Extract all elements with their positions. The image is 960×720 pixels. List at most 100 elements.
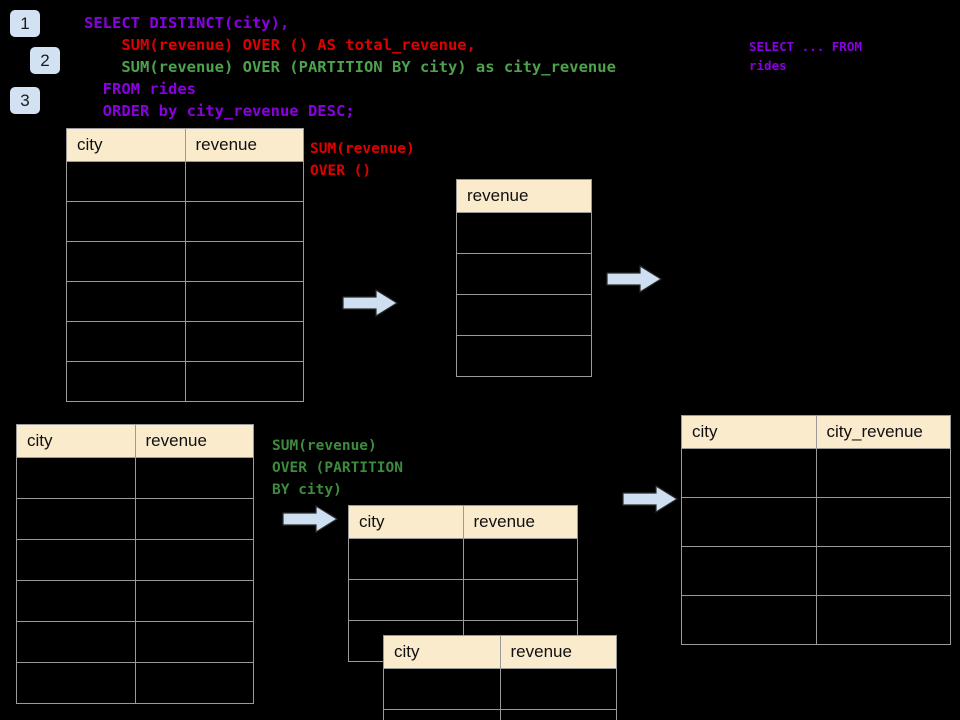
table-row [66,281,304,322]
table-row [681,497,951,547]
table-cell-empty [681,448,817,498]
column-header-city: city [348,505,464,539]
table-cell-empty [16,662,136,704]
table-row [456,335,592,377]
table-row [66,201,304,242]
column-header-city: city [383,635,501,669]
table-row [348,579,578,621]
step-badge-1: 1 [10,10,40,37]
table-cell-empty [456,294,592,336]
table-cell-empty [815,497,951,547]
arrow-top-right-icon [606,264,662,294]
table-cell-empty [16,621,136,663]
table-cell-empty [184,241,304,282]
table-row [66,361,304,402]
table-row [348,538,578,580]
table-row [16,662,254,704]
table-row [16,539,254,581]
sum-over-empty-note-line-1: SUM(revenue) [310,141,415,157]
arrow-bottom-left-icon [282,504,338,534]
total-revenue-table: revenue [456,179,592,377]
table-cell-empty [456,335,592,377]
table-cell-empty [16,498,136,540]
arrow-top-left-icon [342,288,398,318]
sql-line-2: SUM(revenue) OVER () AS total_revenue, [84,36,476,54]
table-row [456,294,592,336]
table-cell-empty [134,621,254,663]
select-from-rides-note-line-2: rides [749,58,787,73]
table-cell-empty [348,579,464,621]
column-header-city: city [16,424,136,458]
column-header-city-revenue: city_revenue [815,415,951,449]
table-cell-empty [16,539,136,581]
table-cell-empty [134,662,254,704]
table-cell-empty [681,546,817,596]
table-cell-empty [184,321,304,362]
table-cell-empty [815,448,951,498]
table-cell-empty [66,281,186,322]
table-cell-empty [66,361,186,402]
table-cell-empty [383,709,501,720]
column-header-city: city [681,415,817,449]
table-cell-empty [815,595,951,645]
sum-over-partition-note-line-3: BY city) [272,482,342,498]
table-cell-empty [184,281,304,322]
table-row [66,241,304,282]
sql-line-1: SELECT DISTINCT(city), [84,14,290,32]
table-row [16,580,254,622]
table-cell-empty [16,457,136,499]
column-header-revenue: revenue [462,505,578,539]
table-cell-empty [456,253,592,295]
table-row [456,253,592,295]
table-row [681,546,951,596]
table-cell-empty [134,498,254,540]
column-header-city: city [66,128,186,162]
sum-over-empty-note: SUM(revenue)OVER () [310,138,415,182]
sql-line-4: FROM rides [84,80,196,98]
table-cell-empty [184,161,304,202]
column-header-revenue: revenue [184,128,304,162]
table-cell-empty [16,580,136,622]
table-row [456,212,592,254]
table-row [16,498,254,540]
column-header-revenue: revenue [499,635,617,669]
table-cell-empty [462,579,578,621]
table-header-row: revenue [456,179,592,213]
table-cell-empty [456,212,592,254]
table-cell-empty [134,457,254,499]
sql-query-block: SELECT DISTINCT(city), SUM(revenue) OVER… [84,12,616,122]
arrow-bottom-right-icon [622,484,678,514]
table-cell-empty [681,595,817,645]
table-cell-empty [499,709,617,720]
step-badge-2: 2 [30,47,60,74]
table-cell-empty [134,539,254,581]
column-header-revenue: revenue [134,424,254,458]
table-row [681,448,951,498]
table-row [16,457,254,499]
table-cell-empty [462,538,578,580]
sql-line-3: SUM(revenue) OVER (PARTITION BY city) as… [84,58,616,76]
table-cell-empty [184,361,304,402]
table-cell-empty [348,538,464,580]
table-row [16,621,254,663]
table-cell-empty [66,241,186,282]
table-cell-empty [66,161,186,202]
select-from-rides-note-line-1: SELECT ... FROM [749,39,862,54]
table-cell-empty [184,201,304,242]
table-row [66,321,304,362]
sum-over-partition-note-line-2: OVER (PARTITION [272,460,403,476]
column-header-revenue: revenue [456,179,592,213]
table-cell-empty [499,668,617,710]
table-row [383,668,617,710]
